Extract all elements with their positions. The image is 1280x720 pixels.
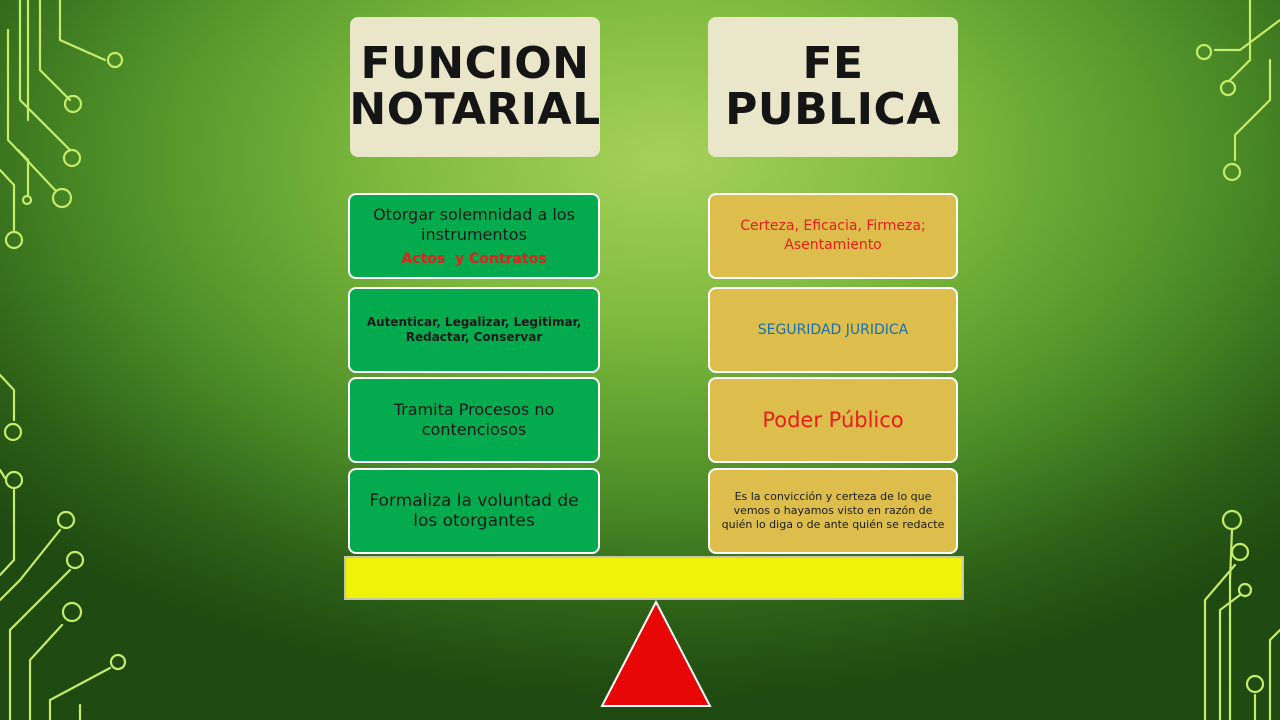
header-funcion-notarial: FUNCION NOTARIAL [349, 17, 601, 157]
item-certeza-eficacia-text: Certeza, Eficacia, Firmeza; Asentamiento [740, 218, 926, 253]
header-fe-publica: FE PUBLICA [708, 17, 958, 157]
header-fe-publica-text: FE PUBLICA [725, 38, 941, 135]
item-conviccion-certeza: Es la convicción y certeza de lo que vem… [708, 468, 958, 554]
item-otorgar-solemnidad-text: Otorgar solemnidad a los instrumentos [373, 205, 575, 244]
item-otorgar-solemnidad: Otorgar solemnidad a los instrumentos Ac… [348, 193, 600, 279]
item-autenticar: Autenticar, Legalizar, Legitimar, Redact… [348, 287, 600, 373]
item-tramita-procesos-text: Tramita Procesos no contenciosos [393, 400, 555, 439]
item-seguridad-juridica: SEGURIDAD JURIDICA [708, 287, 958, 373]
item-otorgar-solemnidad-subtext: Actos y Contratos [401, 251, 547, 267]
item-poder-publico: Poder Público [708, 377, 958, 463]
item-certeza-eficacia: Certeza, Eficacia, Firmeza; Asentamiento [708, 193, 958, 279]
item-conviccion-certeza-text: Es la convicción y certeza de lo que vem… [721, 490, 945, 531]
item-seguridad-juridica-text: SEGURIDAD JURIDICA [757, 321, 909, 338]
item-poder-publico-text: Poder Público [762, 408, 904, 432]
item-formaliza-voluntad-text: Formaliza la voluntad de los otorgantes [369, 491, 579, 531]
balance-beam [344, 556, 964, 600]
item-autenticar-text: Autenticar, Legalizar, Legitimar, Redact… [366, 315, 582, 344]
header-funcion-notarial-text: FUNCION NOTARIAL [349, 38, 601, 135]
item-tramita-procesos: Tramita Procesos no contenciosos [348, 377, 600, 463]
balance-fulcrum [600, 600, 712, 707]
item-formaliza-voluntad: Formaliza la voluntad de los otorgantes [348, 468, 600, 554]
